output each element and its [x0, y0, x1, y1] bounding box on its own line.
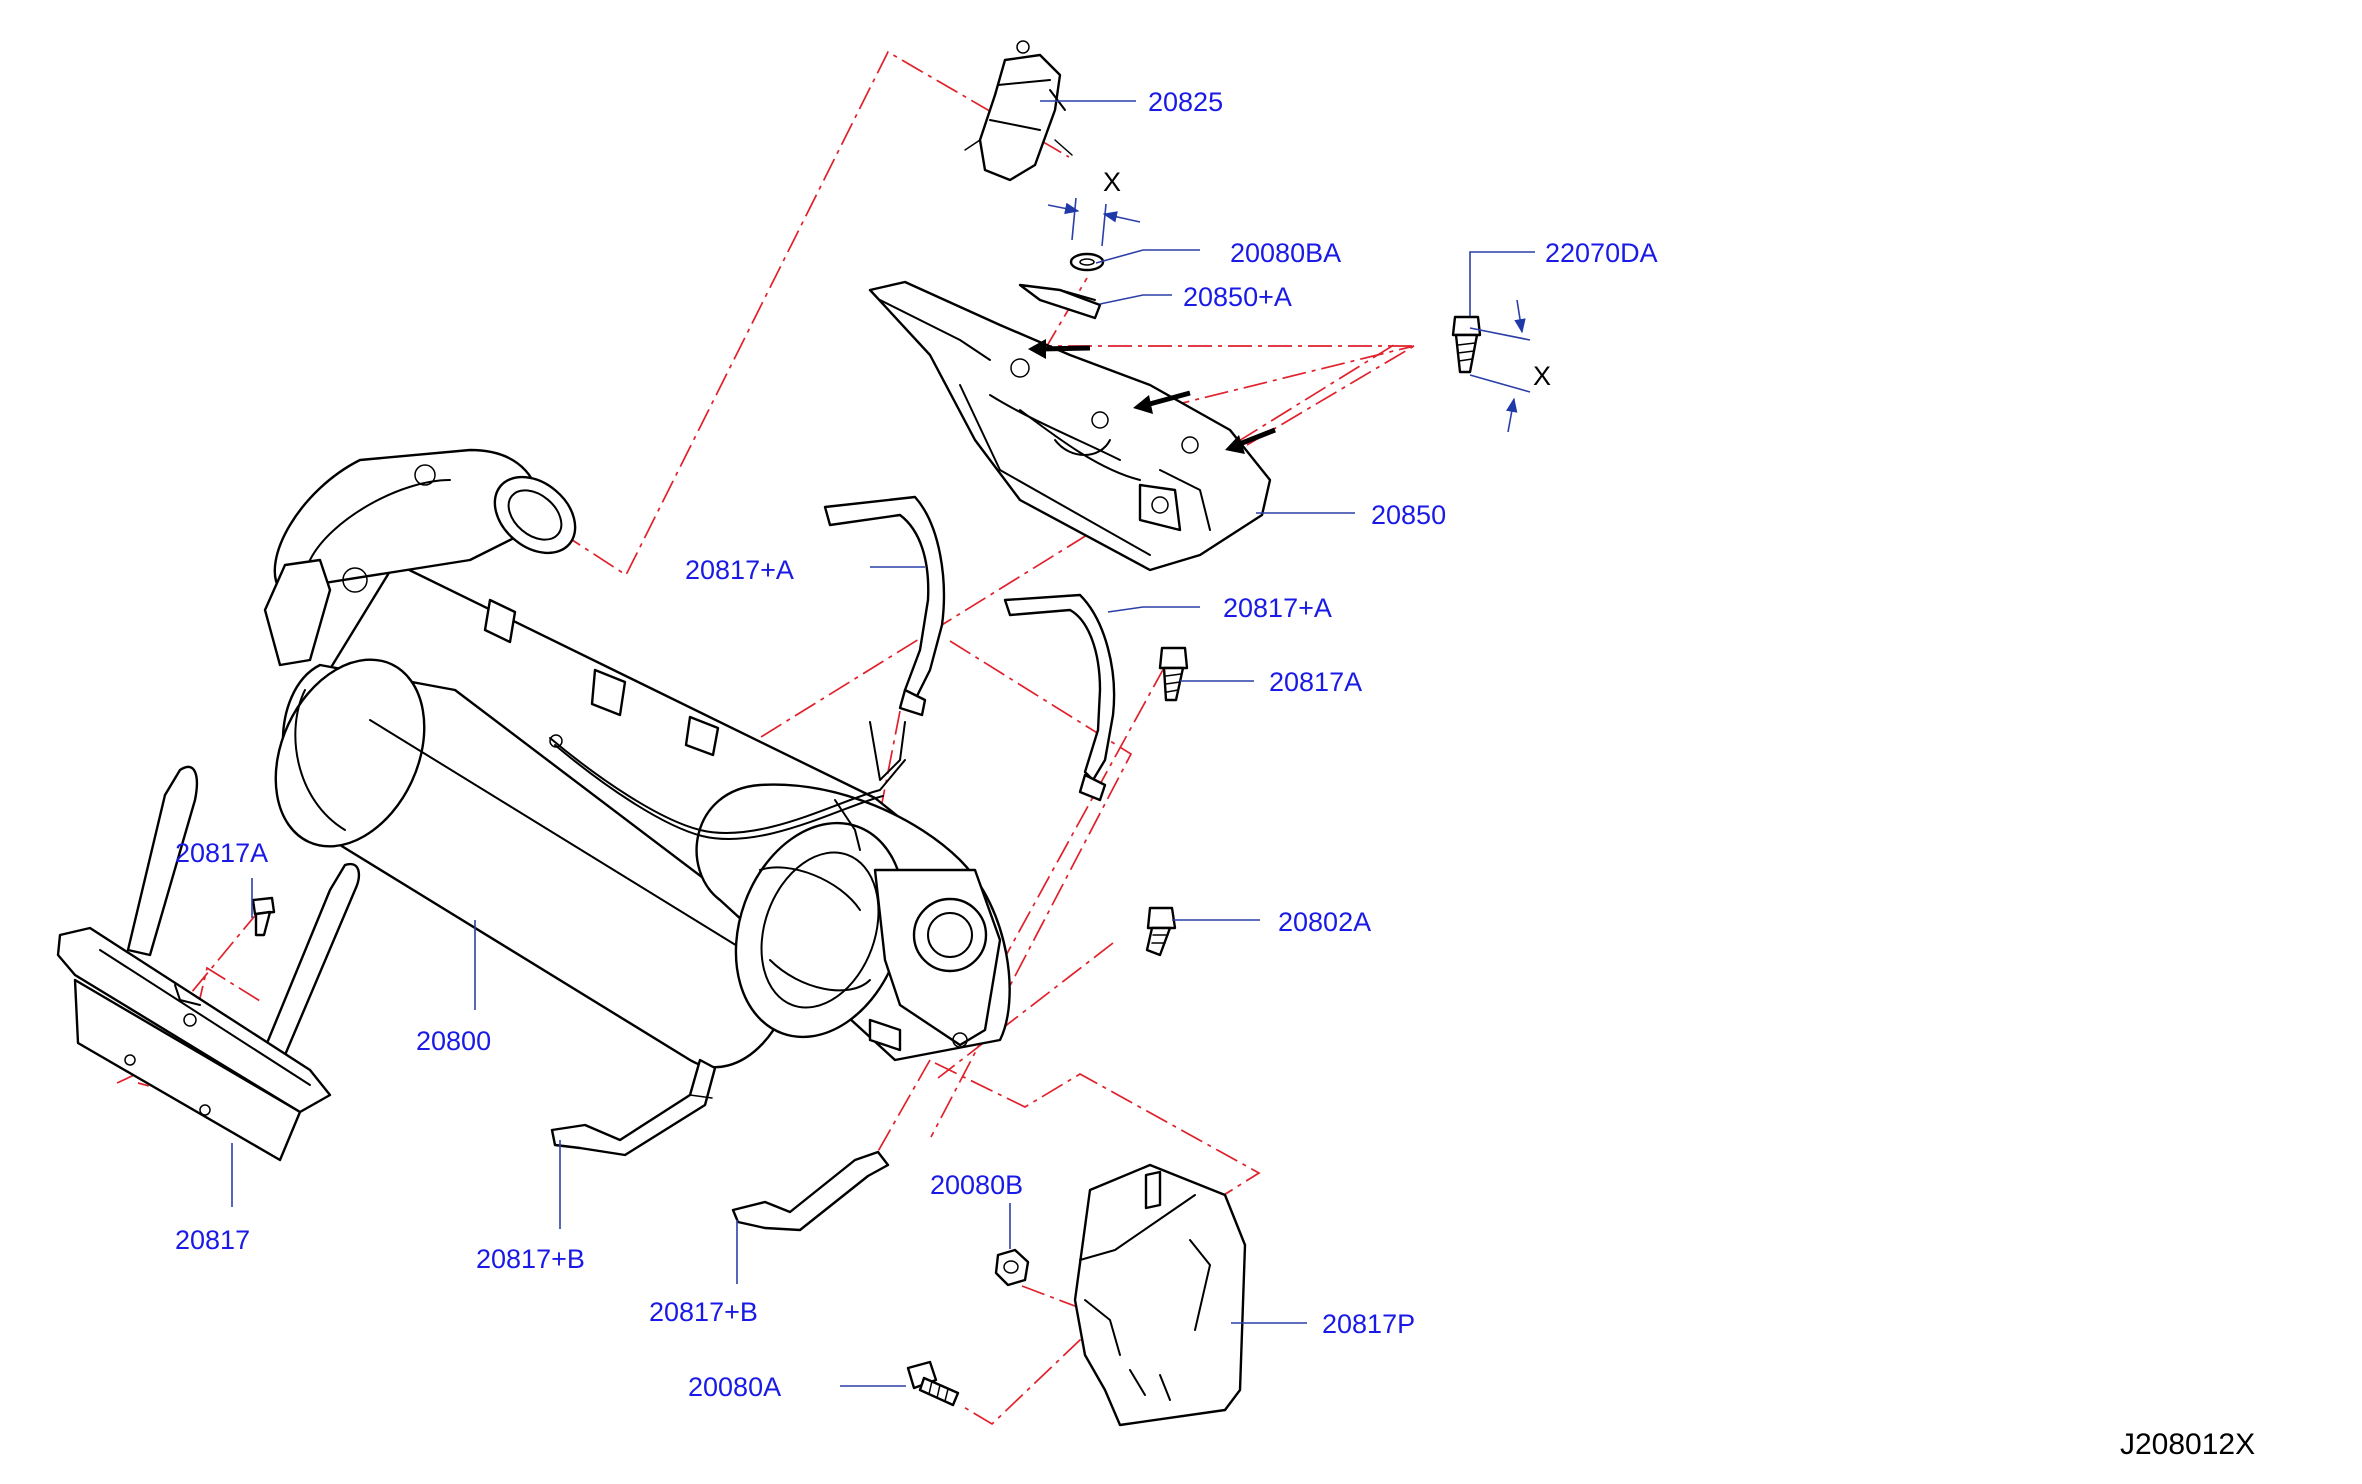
callout-labels: 20825 20080BA 22070DA 20850+A 20850 2081…	[175, 87, 1658, 1402]
heat-shield-20850	[868, 280, 1276, 572]
bolt-20802A	[1145, 906, 1177, 957]
strap-20817A-upper	[823, 495, 946, 717]
callout-20817A-left: 20817A	[175, 838, 268, 868]
callout-20817A-top: 20817+A	[685, 555, 794, 585]
callout-20080BA: 20080BA	[1230, 238, 1341, 268]
dimension-mark-upper: X	[1103, 167, 1121, 197]
leader-lines	[231, 100, 1535, 1387]
bolt-20080A	[906, 1360, 960, 1407]
callout-22070DA: 22070DA	[1545, 238, 1658, 268]
washer-20080BA	[1069, 252, 1105, 272]
strap-20817A-middle	[1003, 593, 1116, 802]
clip-20850A	[1018, 283, 1102, 320]
callout-20802A: 20802A	[1278, 907, 1371, 937]
callout-20850A: 20850+A	[1183, 282, 1292, 312]
bolt-20817A-left	[251, 896, 276, 937]
mounting-direction-arrows	[1028, 339, 1276, 454]
figure-code: J208012X	[2120, 1428, 2255, 1461]
callout-20817B-right: 20817+B	[649, 1297, 758, 1327]
callout-20817A-mid: 20817+A	[1223, 593, 1332, 623]
dimension-x-upper: X	[1047, 167, 1141, 247]
strap-20817B-right	[731, 1150, 890, 1232]
catalytic-converter-20800	[263, 448, 1011, 1069]
bolt-20817A	[1158, 646, 1189, 702]
callout-20817P: 20817P	[1322, 1309, 1415, 1339]
callout-20817B-left: 20817+B	[476, 1244, 585, 1274]
bolt-22070DA	[1451, 315, 1482, 374]
bracket-20825	[964, 40, 1073, 182]
protector-20817P	[1073, 1163, 1247, 1427]
dimension-x-right: X	[1469, 299, 1551, 433]
nut-20080B	[994, 1248, 1030, 1287]
callout-20080A: 20080A	[688, 1372, 781, 1402]
bracket-20817	[56, 765, 361, 1162]
callout-20817A-bolt: 20817A	[1269, 667, 1362, 697]
callout-20817: 20817	[175, 1225, 250, 1255]
dimension-mark-right: X	[1533, 361, 1551, 391]
callout-20850: 20850	[1371, 500, 1446, 530]
strap-20817B-left	[550, 1058, 717, 1157]
callout-20825: 20825	[1148, 87, 1223, 117]
callout-20800: 20800	[416, 1026, 491, 1056]
callout-20080B: 20080B	[930, 1170, 1023, 1200]
